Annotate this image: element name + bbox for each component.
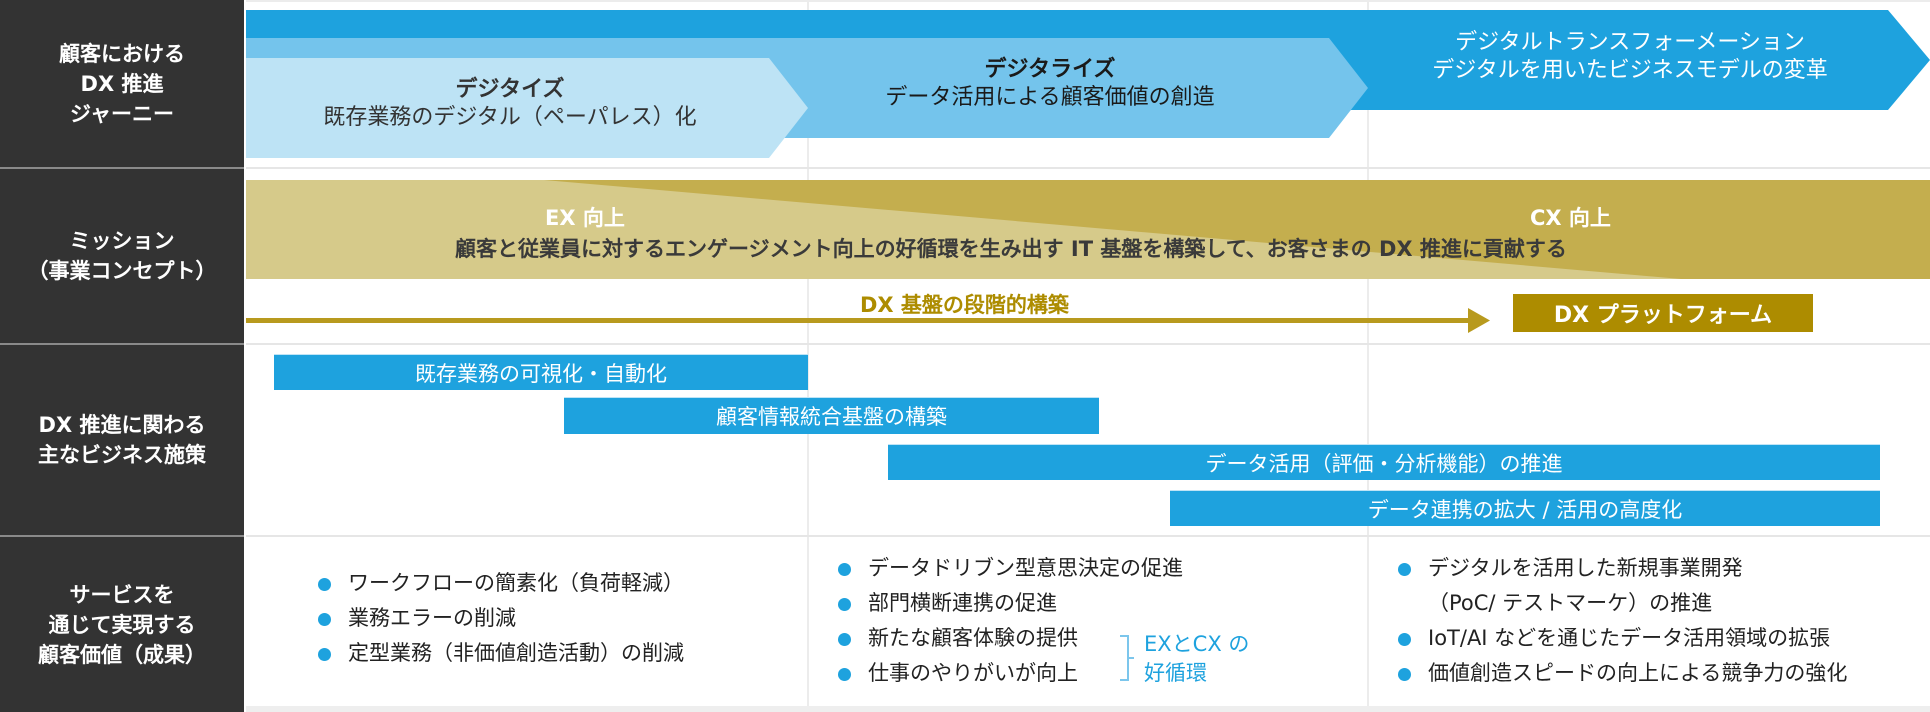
stage-digitize-title: デジタイズ — [455, 77, 565, 102]
list-item: 業務エラーの削減 — [318, 601, 684, 636]
row-divider-1 — [246, 167, 1930, 169]
list-item-continuation: （PoC/ テストマーケ）の推進 — [1428, 591, 1713, 615]
stage-digitalize: デジタライズ データ活用による顧客価値の創造 — [830, 56, 1270, 112]
bullet-icon — [318, 578, 331, 591]
row-divider-3 — [246, 535, 1930, 537]
cx-label: CX 向上 — [1530, 206, 1611, 230]
initiative-bar-2: 顧客情報統合基盤の構築 — [564, 397, 1099, 434]
bracket-icon — [1120, 635, 1134, 681]
arrow-digitize — [246, 58, 808, 158]
stage-digitize-subtitle: 既存業務のデジタル（ペーパレス）化 — [323, 105, 697, 130]
bracket-note-line1: EXとCX の — [1144, 632, 1250, 656]
row-divider-4 — [246, 706, 1930, 712]
bullet-icon — [838, 563, 851, 576]
bullet-icon — [1398, 668, 1411, 681]
mission-statement: 顧客と従業員に対するエンゲージメント向上の好循環を生み出す IT 基盤を構築して… — [455, 237, 1567, 261]
stage-digitize: デジタイズ 既存業務のデジタル（ペーパレス）化 — [270, 76, 750, 132]
mission-band — [246, 180, 1930, 279]
bullet-icon — [1398, 563, 1411, 576]
top-border — [246, 0, 1930, 2]
initiative-bar-1: 既存業務の可視化・自動化 — [274, 354, 808, 390]
bullet-icon — [838, 598, 851, 611]
bullet-icon — [1398, 633, 1411, 646]
list-item: 価値創造スピードの向上による競争力の強化 — [1398, 656, 1847, 691]
roadmap-arrow — [246, 308, 1490, 333]
bracket-note-line2: 好循環 — [1144, 661, 1207, 685]
journey-arrows — [246, 10, 1930, 158]
row-label-journey: 顧客における DX 推進 ジャーニー — [0, 0, 244, 169]
list-item: 仕事のやりがいが向上 — [838, 656, 1183, 691]
list-item: 新たな顧客体験の提供 — [838, 621, 1183, 656]
stage-digitalize-title: デジタライズ — [984, 57, 1116, 82]
list-item: IoT/AI などを通じたデータ活用領域の拡張 — [1398, 621, 1847, 656]
row-label-mission: ミッション （事業コンセプト） — [0, 169, 244, 345]
mission-band-dark — [544, 180, 1930, 279]
list-item: 定型業務（非価値創造活動）の削減 — [318, 636, 684, 671]
bullet-icon — [838, 668, 851, 681]
list-item: 部門横断連携の促進 — [838, 586, 1183, 621]
bullet-icon — [318, 613, 331, 626]
list-item: デジタルを活用した新規事業開発 — [1398, 551, 1847, 586]
bracket-note: EXとCX の 好循環 — [1144, 630, 1249, 688]
list-item: データドリブン型意思決定の促進 — [838, 551, 1183, 586]
ex-label: EX 向上 — [545, 206, 625, 230]
value-list-col1: ワークフローの簡素化（負荷軽減） 業務エラーの削減 定型業務（非価値創造活動）の… — [318, 566, 684, 671]
column-divider-2 — [1367, 0, 1369, 712]
row-label-initiatives: DX 推進に関わる 主なビジネス施策 — [0, 345, 244, 537]
bullet-icon — [838, 633, 851, 646]
dx-platform-box: DX プラットフォーム — [1513, 294, 1813, 332]
value-list-col3: デジタルを活用した新規事業開発 （PoC/ テストマーケ）の推進 IoT/AI … — [1398, 551, 1847, 691]
row-divider-2 — [246, 343, 1930, 345]
roadmap-label: DX 基盤の段階的構築 — [860, 293, 1069, 317]
stage-dx-subtitle: デジタルを用いたビジネスモデルの変革 — [1432, 58, 1828, 83]
list-item: ワークフローの簡素化（負荷軽減） — [318, 566, 684, 601]
initiative-bar-3: データ活用（評価・分析機能）の推進 — [888, 444, 1880, 480]
stage-digitalize-subtitle: データ活用による顧客価値の創造 — [885, 85, 1215, 110]
bullet-icon — [318, 648, 331, 661]
value-list-col2: データドリブン型意思決定の促進 部門横断連携の促進 新たな顧客体験の提供 仕事の… — [838, 551, 1183, 691]
stage-dx-title: デジタルトランスフォーメーション — [1455, 30, 1805, 55]
initiative-bar-4: データ連携の拡大 / 活用の高度化 — [1170, 490, 1880, 526]
row-label-customer-value: サービスを 通じて実現する 顧客価値（成果） — [0, 537, 244, 712]
column-divider-1 — [807, 0, 809, 712]
stage-dx: デジタルトランスフォーメーション デジタルを用いたビジネスモデルの変革 — [1380, 29, 1880, 85]
